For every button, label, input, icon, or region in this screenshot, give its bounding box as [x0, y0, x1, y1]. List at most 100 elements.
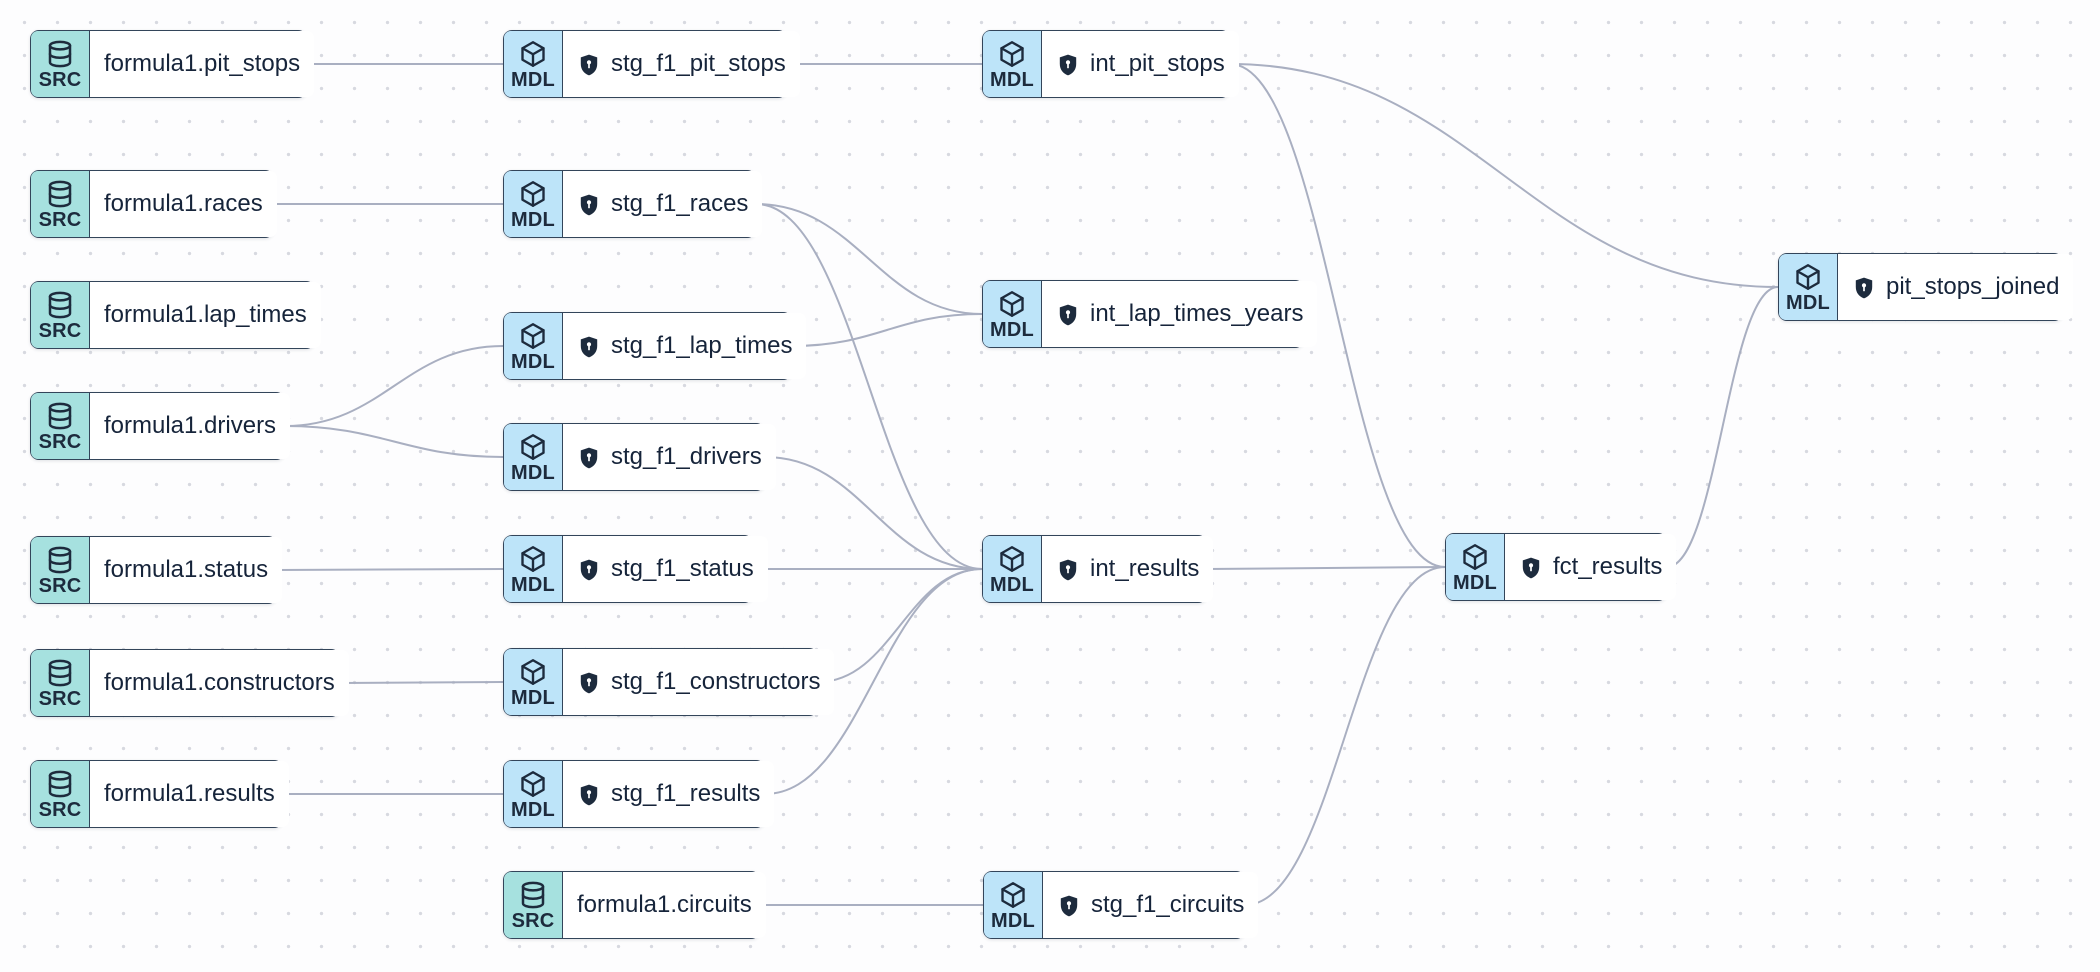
node-type-badge: SRC — [31, 537, 90, 603]
node-label: formula1.status — [104, 556, 269, 583]
shield-icon — [577, 557, 601, 582]
node-body: fct_results — [1505, 534, 1677, 600]
shield-icon — [577, 445, 601, 470]
node-src_results[interactable]: SRC formula1.results — [30, 760, 289, 828]
node-type-label: MDL — [511, 798, 555, 821]
node-int_results[interactable]: MDL int_results — [982, 535, 1214, 603]
node-type-label: SRC — [38, 208, 82, 231]
node-type-badge: MDL — [983, 536, 1042, 602]
node-label: formula1.results — [104, 780, 275, 807]
node-body: formula1.lap_times — [90, 282, 321, 348]
node-body: int_results — [1042, 536, 1214, 602]
node-type-badge: MDL — [984, 872, 1043, 938]
node-type-badge: MDL — [504, 31, 563, 97]
node-src_status[interactable]: SRC formula1.status — [30, 536, 283, 604]
node-label: int_results — [1090, 555, 1200, 582]
node-type-label: MDL — [511, 350, 555, 373]
cube-icon — [518, 179, 548, 209]
node-type-label: MDL — [990, 68, 1034, 91]
edge-stg_races-int_results — [755, 203, 983, 570]
database-icon — [518, 880, 548, 910]
edge-src_constructors-stg_constructors — [339, 681, 504, 684]
node-label: stg_f1_constructors — [611, 668, 821, 695]
node-src_races[interactable]: SRC formula1.races — [30, 170, 277, 238]
node-type-badge: SRC — [31, 282, 90, 348]
node-body: pit_stops_joined — [1838, 254, 2074, 320]
node-type-label: MDL — [1453, 571, 1497, 594]
shield-icon — [1056, 557, 1080, 582]
node-type-badge: SRC — [504, 872, 563, 938]
node-label: int_pit_stops — [1090, 50, 1225, 77]
node-pit_stops_joined[interactable]: MDL pit_stops_joined — [1778, 253, 2074, 321]
database-icon — [45, 401, 75, 431]
node-type-badge: MDL — [504, 313, 563, 379]
shield-icon — [1519, 555, 1543, 580]
node-type-label: MDL — [511, 461, 555, 484]
node-label: pit_stops_joined — [1886, 273, 2060, 300]
cube-icon — [998, 880, 1028, 910]
node-label: formula1.drivers — [104, 412, 277, 439]
edge-stg_lap_times-int_lap_times_years — [791, 313, 983, 347]
node-type-label: SRC — [38, 430, 82, 453]
node-body: int_lap_times_years — [1042, 281, 1318, 347]
cube-icon — [518, 657, 548, 687]
database-icon — [45, 39, 75, 69]
node-body: formula1.status — [90, 537, 283, 603]
shield-icon — [577, 334, 601, 359]
node-type-badge: MDL — [983, 31, 1042, 97]
node-body: stg_f1_circuits — [1043, 872, 1259, 938]
node-type-badge: MDL — [504, 761, 563, 827]
edge-stg_races-int_lap_times_years — [755, 203, 983, 315]
node-body: stg_f1_results — [563, 761, 775, 827]
node-label: fct_results — [1553, 553, 1663, 580]
node-src_drivers[interactable]: SRC formula1.drivers — [30, 392, 291, 460]
node-body: stg_f1_constructors — [563, 649, 835, 715]
edge-int_results-fct_results — [1206, 566, 1446, 570]
edge-src_status-stg_status — [276, 568, 504, 571]
cube-icon — [1793, 262, 1823, 292]
edge-stg_results-int_results — [764, 568, 983, 795]
node-label: formula1.circuits — [577, 891, 752, 918]
node-label: formula1.pit_stops — [104, 50, 301, 77]
shield-icon — [1056, 52, 1080, 77]
node-src_circuits[interactable]: SRC formula1.circuits — [503, 871, 766, 939]
node-type-label: SRC — [38, 574, 82, 597]
cube-icon — [997, 289, 1027, 319]
node-type-label: MDL — [1786, 291, 1830, 314]
node-type-label: MDL — [511, 573, 555, 596]
node-body: formula1.races — [90, 171, 277, 237]
node-int_lap_times_years[interactable]: MDL int_lap_times_years — [982, 280, 1318, 348]
node-stg_races[interactable]: MDL stg_f1_races — [503, 170, 763, 238]
node-body: formula1.drivers — [90, 393, 291, 459]
node-type-badge: MDL — [504, 424, 563, 490]
node-stg_circuits[interactable]: MDL stg_f1_circuits — [983, 871, 1259, 939]
edge-fct_results-pit_stops_joined — [1666, 286, 1779, 568]
node-type-badge: MDL — [504, 536, 563, 602]
node-stg_results[interactable]: MDL stg_f1_results — [503, 760, 775, 828]
database-icon — [45, 769, 75, 799]
node-int_pit_stops[interactable]: MDL int_pit_stops — [982, 30, 1239, 98]
shield-icon — [577, 52, 601, 77]
node-type-label: SRC — [38, 798, 82, 821]
edge-stg_circuits-fct_results — [1244, 566, 1446, 906]
node-body: formula1.results — [90, 761, 289, 827]
node-label: stg_f1_circuits — [1091, 891, 1245, 918]
edge-stg_constructors-int_results — [817, 568, 983, 683]
cube-icon — [997, 544, 1027, 574]
node-type-label: MDL — [990, 318, 1034, 341]
node-type-badge: SRC — [31, 761, 90, 827]
node-label: stg_f1_races — [611, 190, 749, 217]
node-type-label: MDL — [511, 208, 555, 231]
cube-icon — [518, 769, 548, 799]
node-fct_results[interactable]: MDL fct_results — [1445, 533, 1677, 601]
